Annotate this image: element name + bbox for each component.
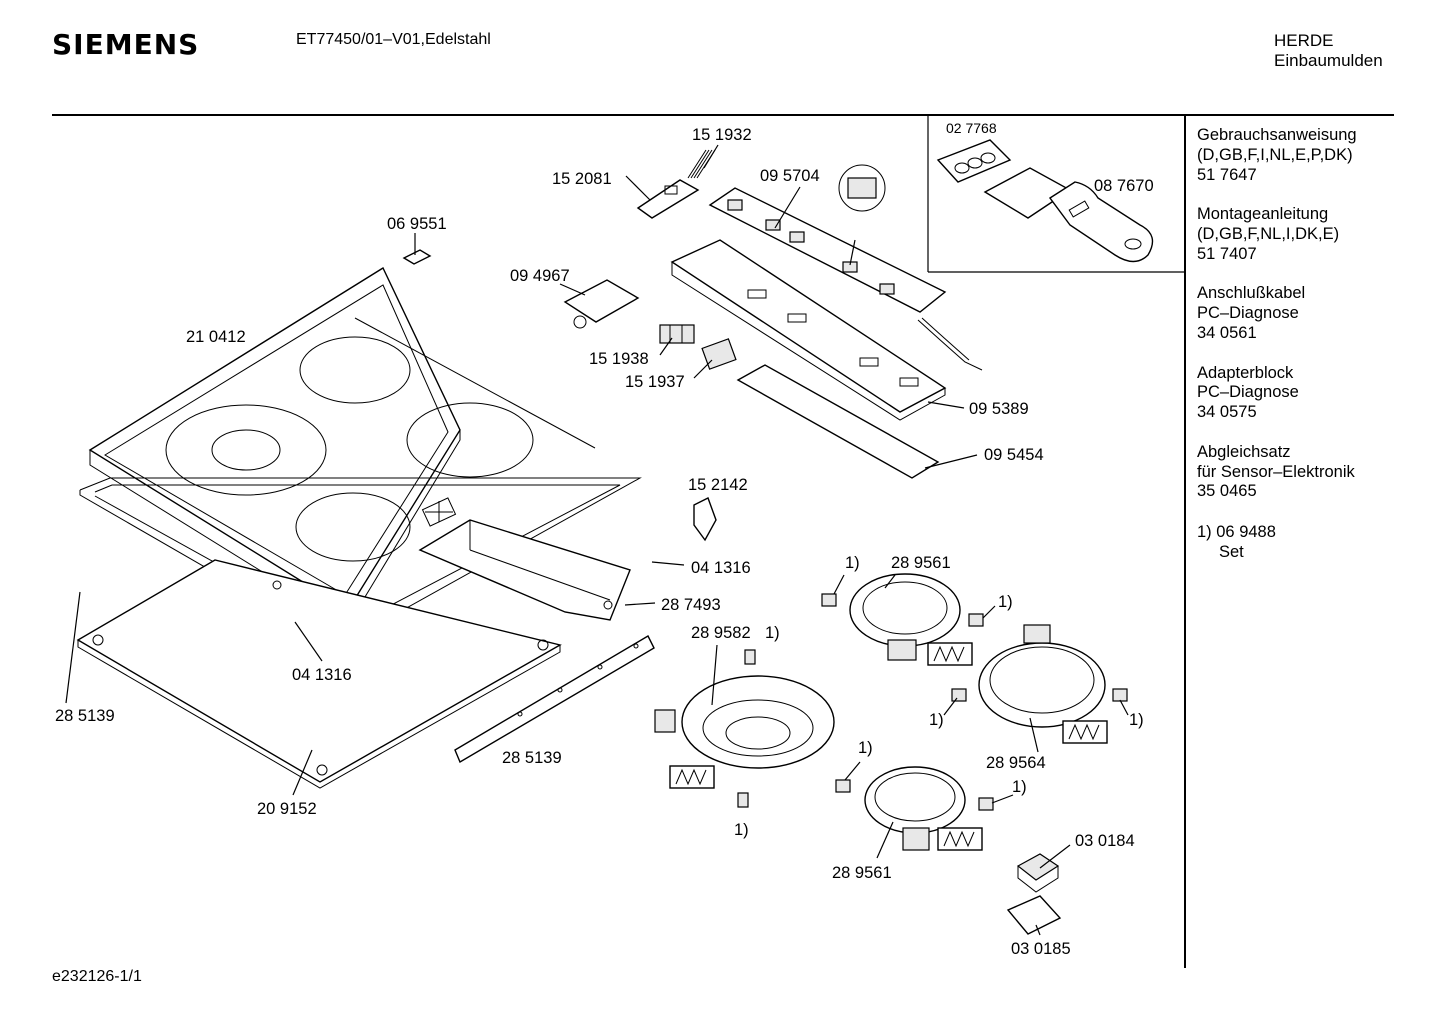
accessory-inset	[927, 116, 1184, 273]
footnote-marker: 1)	[858, 739, 873, 757]
document-title: Anschlußkabel	[1197, 284, 1306, 303]
footnote-marker: 1)	[1012, 778, 1027, 796]
part-label[interactable]: 28 9564	[986, 754, 1046, 772]
part-label[interactable]: 04 1316	[691, 559, 751, 577]
side-rail-part[interactable]	[418, 519, 631, 621]
document-item[interactable]: Adapterblock PC–Diagnose 34 0575	[1197, 364, 1397, 423]
control-housing-part[interactable]	[670, 239, 947, 421]
footnote: 1) 06 9488 Set	[1197, 523, 1276, 563]
footnote-clip-parts[interactable]	[737, 593, 1128, 811]
part-label[interactable]: 09 5704	[760, 167, 820, 185]
part-label[interactable]: 04 1316	[292, 666, 352, 684]
part-label[interactable]: 09 5454	[984, 446, 1044, 464]
sidebar-divider	[1184, 116, 1186, 968]
part-label[interactable]: 15 1938	[589, 350, 649, 368]
header-divider	[52, 114, 1394, 116]
drawing-id: e232126-1/1	[52, 968, 142, 985]
part-label[interactable]: 15 1937	[625, 373, 685, 391]
control-board-part[interactable]	[708, 187, 983, 371]
spring-part[interactable]	[687, 149, 716, 179]
terminal-block-part[interactable]	[659, 324, 695, 344]
mounting-strip-part[interactable]	[454, 635, 655, 764]
scraper-part[interactable]	[983, 167, 1154, 263]
part-label[interactable]: 28 9561	[832, 864, 892, 882]
relay-part[interactable]	[1016, 853, 1060, 893]
footnote-marker: 1)	[765, 624, 780, 642]
document-item[interactable]: Gebrauchsanweisung (D,GB,F,I,NL,E,P,DK) …	[1197, 126, 1397, 185]
document-languages: (D,GB,F,I,NL,E,P,DK)	[1197, 145, 1353, 164]
bottom-plate-part[interactable]	[76, 559, 562, 789]
document-subtitle: PC–Diagnose	[1197, 304, 1299, 323]
document-number: 34 0561	[1197, 323, 1257, 342]
document-subtitle: PC–Diagnose	[1197, 383, 1299, 402]
footnote-marker: 1)	[1129, 711, 1144, 729]
document-title: Gebrauchsanweisung	[1197, 126, 1357, 144]
part-label[interactable]: 28 5139	[55, 707, 115, 725]
relay-cover-part[interactable]	[1006, 895, 1062, 935]
document-title: Adapterblock	[1197, 363, 1294, 382]
leader-lines	[65, 144, 1129, 936]
document-number: 35 0465	[1197, 482, 1257, 501]
clip-part[interactable]	[402, 249, 432, 265]
part-label[interactable]: 28 7493	[661, 596, 721, 614]
category-title: HERDE	[1274, 31, 1334, 50]
brand-logo: SIEMENS	[52, 28, 200, 61]
document-item[interactable]: Montageanleitung (D,GB,F,NL,I,DK,E) 51 7…	[1197, 205, 1397, 264]
part-label[interactable]: 15 2081	[552, 170, 612, 188]
part-label[interactable]: 21 0412	[186, 328, 246, 346]
heating-element-front-left[interactable]	[654, 675, 835, 769]
footnote-marker: 1)	[734, 821, 749, 839]
footnote-marker: 1)	[998, 593, 1013, 611]
document-number: 51 7647	[1197, 165, 1257, 184]
part-label[interactable]: 09 5389	[969, 400, 1029, 418]
part-label[interactable]: 03 0184	[1075, 832, 1135, 850]
heating-element-front-right[interactable]	[864, 766, 966, 851]
display-module-part[interactable]	[838, 164, 886, 212]
footnote-marker: 1)	[845, 554, 860, 572]
document-languages: (D,GB,F,NL,I,DK,E)	[1197, 224, 1340, 243]
shield-plate-part[interactable]	[736, 364, 940, 479]
element-wave-symbols	[669, 642, 1108, 851]
category-subtitle: Einbaumulden	[1274, 51, 1383, 70]
part-label[interactable]: 28 5139	[502, 749, 562, 767]
part-label[interactable]: 02 7768	[946, 120, 997, 136]
document-list: Gebrauchsanweisung (D,GB,F,I,NL,E,P,DK) …	[1197, 126, 1397, 522]
heating-element-rear-right[interactable]	[978, 624, 1106, 728]
part-label[interactable]: 03 0185	[1011, 940, 1071, 958]
document-item[interactable]: Abgleichsatz für Sensor–Elektronik 35 04…	[1197, 443, 1397, 502]
part-label[interactable]: 08 7670	[1094, 177, 1154, 195]
part-label[interactable]: 28 9561	[891, 554, 951, 572]
part-label[interactable]: 20 9152	[257, 800, 317, 818]
document-title: Montageanleitung	[1197, 205, 1329, 224]
sensor-clip-part[interactable]	[693, 497, 717, 542]
part-label[interactable]: 06 9551	[387, 215, 447, 233]
document-title: Abgleichsatz	[1197, 442, 1291, 461]
part-label[interactable]: 15 1932	[692, 126, 752, 144]
part-label[interactable]: 09 4967	[510, 267, 570, 285]
footnote-marker: 1)	[929, 711, 944, 729]
part-label[interactable]: 15 2142	[688, 476, 748, 494]
document-item[interactable]: Anschlußkabel PC–Diagnose 34 0561	[1197, 284, 1397, 343]
bracket-part[interactable]	[636, 179, 700, 219]
heating-element-rear-left[interactable]	[849, 573, 961, 661]
cover-plate-part[interactable]	[563, 279, 640, 329]
document-number: 34 0575	[1197, 403, 1257, 422]
model-title: ET77450/01–V01,Edelstahl	[296, 31, 491, 48]
document-subtitle: für Sensor–Elektronik	[1197, 462, 1355, 481]
part-label[interactable]: 28 9582	[691, 624, 751, 642]
cleaning-pad-part[interactable]	[936, 139, 1012, 183]
footnote-set: Set	[1219, 542, 1244, 561]
footnote-marker: 1) 06 9488	[1197, 523, 1276, 541]
document-number: 51 7407	[1197, 244, 1257, 263]
